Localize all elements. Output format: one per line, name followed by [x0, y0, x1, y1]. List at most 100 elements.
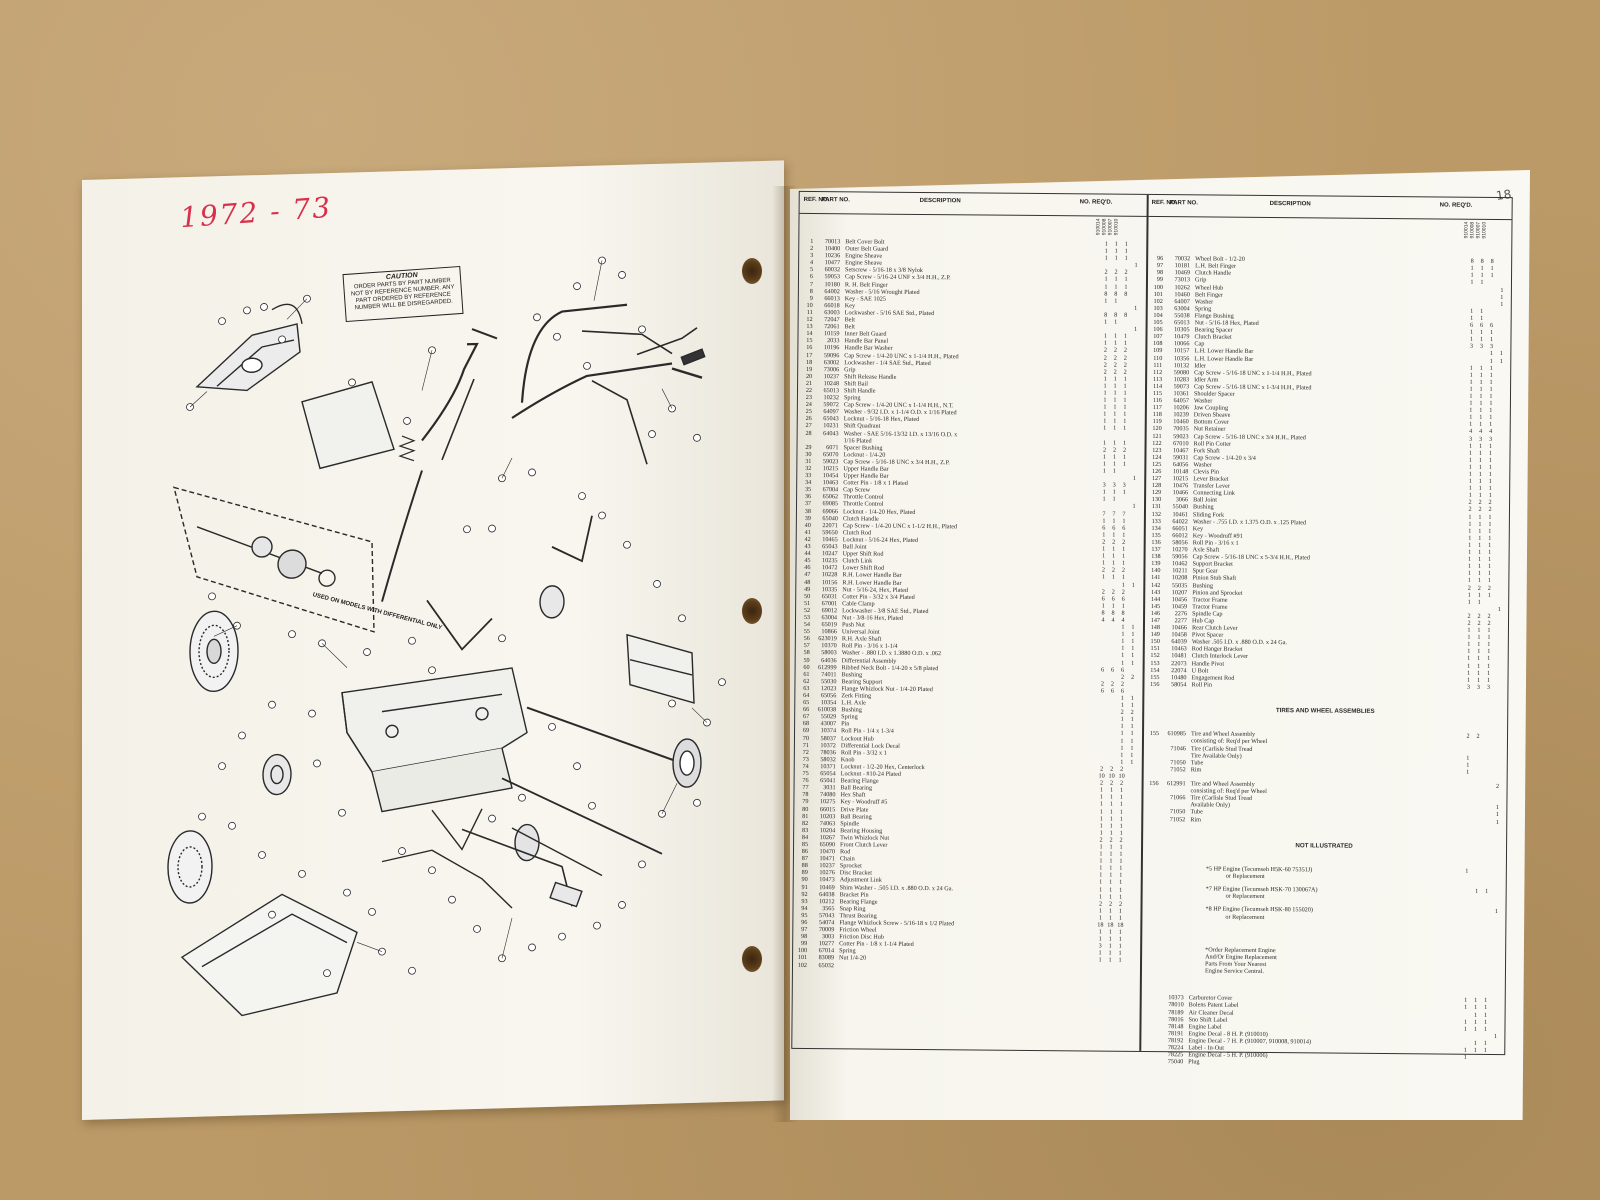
cell-qty: 18: [1117, 921, 1124, 929]
cell-qty: 1: [1121, 623, 1125, 631]
cell-qty: 1: [1479, 364, 1483, 372]
cell-qty: 1: [1468, 548, 1472, 556]
cell-qty: 1: [1466, 754, 1470, 762]
cell-qty: 2: [1124, 269, 1128, 277]
cell-qty: [1107, 695, 1117, 702]
cell-qty: [1130, 439, 1140, 446]
belt-guard-shape: [195, 323, 301, 392]
cell-qty: 1: [1486, 669, 1491, 677]
cell-ref-no: 6: [809, 273, 814, 281]
cell-qty: 1: [1469, 371, 1473, 379]
cell-qty: 1: [1134, 304, 1138, 312]
cell-qty: 10: [1118, 772, 1125, 780]
cell-qty: [1470, 1061, 1480, 1068]
cell-qty: 1: [1120, 751, 1124, 759]
cell-qty: 1: [1131, 659, 1135, 667]
cell-qty: 1: [1488, 470, 1492, 478]
cell-qty: [1494, 570, 1504, 577]
cell-qty: [1483, 740, 1493, 747]
cell-qty: 1: [1464, 1004, 1468, 1012]
cell-qty: 2: [1113, 361, 1117, 369]
cell-qty: [1098, 581, 1108, 588]
cell-qty: 1: [1102, 439, 1107, 447]
cell-qty: [1494, 613, 1504, 620]
cell-qty: 1: [1487, 626, 1491, 635]
cell-qty: [1097, 709, 1107, 716]
cell-ref-no: 59: [803, 656, 810, 664]
cell-qty: [1111, 304, 1121, 311]
cell-qty: 2: [1120, 779, 1124, 787]
cell-qty: 1: [1473, 1046, 1477, 1054]
cell-qty: [1121, 326, 1131, 333]
header-description: DESCRIPTION: [919, 197, 961, 205]
cell-qty: 2: [1109, 836, 1113, 844]
cell-qty: [1107, 716, 1117, 723]
cell-qty: 2: [1496, 783, 1500, 791]
cell-qty: 1: [1479, 328, 1484, 337]
cell-qty: [1476, 357, 1486, 364]
cell-qty: 1: [1111, 602, 1115, 610]
not-illustrated-title: NOT ILLUSTRATED: [1295, 842, 1353, 850]
cell-qty: 1: [1123, 396, 1127, 404]
cell-ref-no: 3: [810, 252, 814, 260]
cell-qty: [1130, 411, 1140, 418]
cell-ref-no: 65: [803, 699, 810, 707]
cell-qty: 1: [1130, 716, 1134, 724]
cell-qty: 1: [1479, 378, 1483, 386]
cell-qty: 1: [1474, 1011, 1478, 1019]
cell-qty: 1: [1477, 570, 1482, 578]
cell-qty: 1: [1113, 332, 1118, 340]
cell-qty: [1494, 563, 1504, 570]
cell-qty: [1483, 776, 1493, 783]
cell-qty: [1495, 450, 1505, 457]
cell-ref-no: 128: [1151, 482, 1162, 490]
cell-qty: 1: [1099, 878, 1103, 887]
cell-qty: 1: [1102, 488, 1106, 496]
cell-qty: [1126, 794, 1136, 801]
cell-qty: 6: [1112, 524, 1116, 532]
cell-ref-no: 156: [1149, 780, 1159, 788]
cell-qty: 1: [1114, 276, 1118, 284]
cell-qty: 1: [1467, 555, 1472, 563]
cell-qty: 1: [1122, 545, 1126, 553]
cell-qty: 1: [1113, 417, 1117, 426]
cell-qty: 2: [1103, 361, 1107, 369]
cell-qty: 1: [1469, 364, 1473, 372]
cell-ref-no: 118: [1152, 411, 1162, 419]
cell-qty: 1: [1108, 935, 1112, 943]
cell-qty: [1097, 730, 1107, 737]
cell-qty: 1: [1108, 907, 1113, 915]
cell-qty: 1: [1470, 272, 1474, 280]
cell-qty: 2: [1104, 268, 1108, 276]
cell-qty: 6: [1121, 595, 1125, 603]
model-numbers-left: 910014 910008 910007 910010: [1095, 218, 1119, 235]
cell-qty: 1: [1099, 786, 1104, 794]
cell-qty: [1126, 900, 1136, 907]
differential-box: [173, 486, 375, 633]
cell-ref-no: 113: [1153, 375, 1163, 383]
cell-qty: [1463, 740, 1473, 747]
cell-ref-no: 11: [806, 308, 813, 316]
cell-qty: [1125, 915, 1135, 922]
cell-qty: 2: [1476, 733, 1480, 741]
cell-qty: 1: [1469, 406, 1473, 414]
cell-qty: 1: [1103, 417, 1107, 425]
cell-qty: 1: [1122, 489, 1126, 497]
cell-qty: 1: [1098, 935, 1102, 943]
cell-qty: 1: [1475, 888, 1479, 896]
order-note-line: Engine Service Central.: [1204, 967, 1264, 976]
cell-qty: [1490, 1047, 1500, 1054]
cell-qty: 1: [1465, 867, 1469, 875]
cell-qty: 1: [1121, 637, 1125, 646]
cell-qty: 1: [1119, 843, 1123, 851]
cell-qty: [1482, 790, 1492, 797]
cell-qty: [1126, 858, 1136, 865]
cell-qty: [1130, 397, 1140, 404]
cell-qty: 1: [1112, 467, 1116, 475]
cell-qty: 1: [1123, 382, 1127, 390]
cell-ref-no: [1147, 773, 1159, 780]
cell-ref-no: 120: [1152, 425, 1162, 433]
cell-qty: 1: [1099, 815, 1103, 823]
cell-qty: [1129, 532, 1139, 539]
